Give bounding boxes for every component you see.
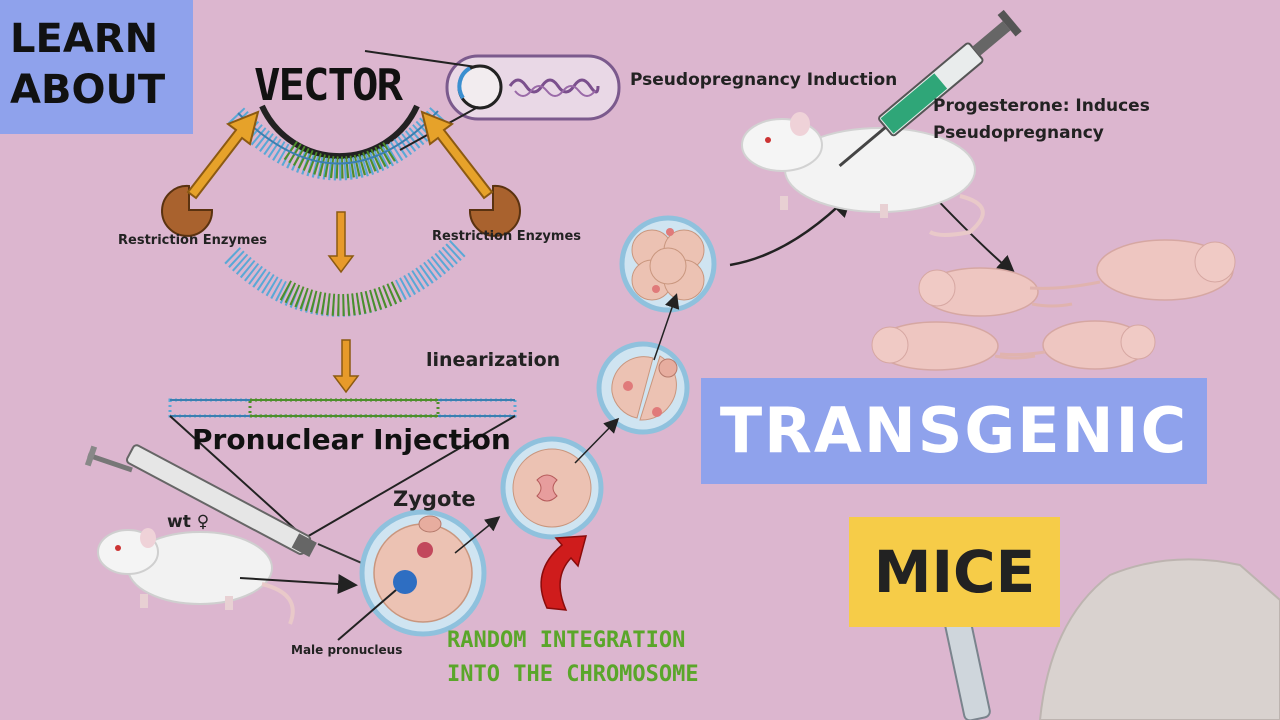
learn-about-badge: LEARN ABOUT <box>0 0 193 134</box>
enzyme-icon <box>161 184 521 237</box>
pup-icon <box>871 239 1236 371</box>
linearization-label: linearization <box>426 349 561 371</box>
syringe-icon <box>838 9 1022 167</box>
pronuclear-injection-label: Pronuclear Injection <box>192 423 511 456</box>
mouse-icon <box>741 112 985 237</box>
title-mice: MICE <box>873 538 1036 606</box>
restriction-enzymes-label-left: Restriction Enzymes <box>118 233 268 248</box>
wt-female-label: wt ♀ <box>167 512 210 532</box>
plasmid-icon <box>445 54 621 121</box>
cell-icon <box>359 509 487 637</box>
hand-pen-icon <box>943 558 1280 720</box>
title-box-mice: MICE <box>849 517 1060 627</box>
vector-title: VECTOR <box>254 60 403 111</box>
mouse-icon <box>97 528 295 625</box>
linear-dna-arc-icon <box>224 240 466 317</box>
vector-dna-icon <box>228 104 449 181</box>
learn-about-text: LEARN ABOUT <box>10 16 166 113</box>
title-transgenic: TRANSGENIC <box>719 394 1189 467</box>
random-integration-label: RANDOM INTEGRATION INTO THE CHROMOSOME <box>447 628 699 687</box>
male-pronucleus-label: Male pronucleus <box>291 643 403 657</box>
linearized-dna-icon <box>168 398 517 418</box>
pseudopregnancy-induction-label: Pseudopregnancy Induction <box>630 70 898 90</box>
zygote-label: Zygote <box>393 487 476 511</box>
restriction-enzymes-label-right: Restriction Enzymes <box>432 229 582 244</box>
title-box-transgenic: TRANSGENIC <box>701 378 1207 484</box>
progesterone-label: Progesterone: Induces Pseudopregnancy <box>933 96 1150 143</box>
syringe-icon <box>84 444 397 579</box>
